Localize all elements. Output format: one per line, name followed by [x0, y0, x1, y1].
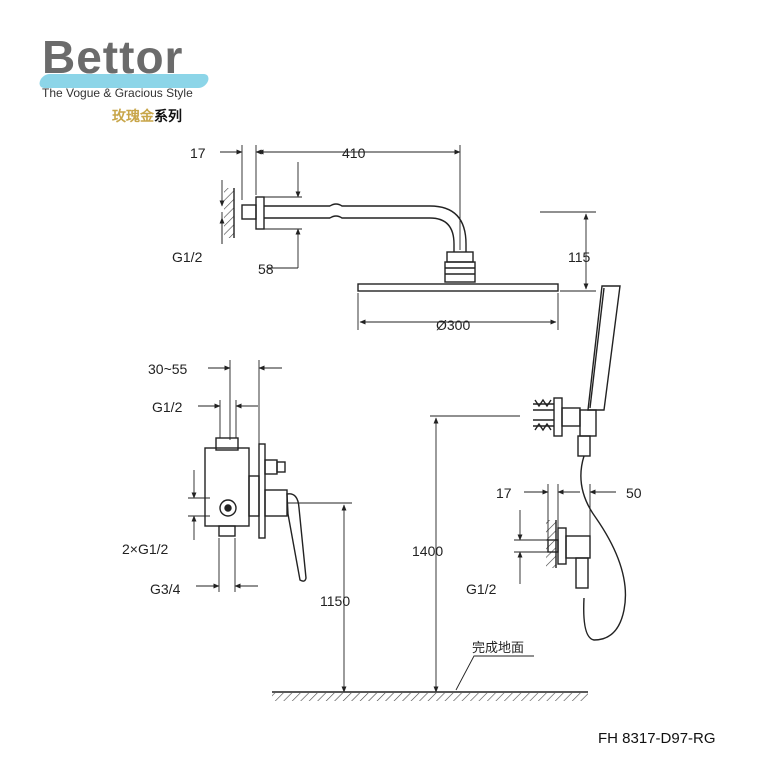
finished-floor: [272, 655, 588, 701]
label-flange-depth: 17: [190, 145, 206, 161]
hand-shower: [587, 285, 621, 411]
brand-logo: Bettor The Vogue & Gracious Style 玫瑰金系列: [36, 30, 236, 130]
label-wall-depth: 30~55: [148, 361, 188, 377]
valve-outlet-stub: [218, 525, 236, 537]
model-number: FH 8317-D97-RG: [598, 730, 716, 747]
arm-dimensions: [219, 145, 596, 330]
brand-series: 玫瑰金系列: [112, 106, 182, 126]
valve-inlet-stub: [215, 437, 239, 451]
arm-bend-inner: [329, 215, 455, 252]
arm-connector: [446, 251, 474, 263]
valve-spindle: [248, 475, 260, 517]
label-valve-height: 1150: [320, 593, 350, 609]
shower-head: [357, 283, 559, 292]
wall-hatch-top: [224, 188, 234, 238]
handle-base: [264, 489, 288, 517]
diverter-cap: [276, 461, 286, 473]
label-valve-outlets: 2×G1/2: [122, 541, 169, 557]
valve-cartridge-core: [224, 504, 232, 512]
valve-dimensions: [188, 360, 352, 693]
shower-hose: [580, 455, 627, 641]
wall-hatch-elbow: [546, 520, 556, 568]
swivel-ball: [444, 261, 476, 283]
hand-shower-grip: [579, 409, 597, 437]
cover-plate: [258, 443, 266, 539]
elbow-body: [565, 535, 591, 559]
label-elbow-depth: 17: [496, 485, 512, 501]
label-arm-thread: G1/2: [172, 249, 203, 265]
holder-screws: [533, 403, 554, 427]
valve-cartridge: [219, 499, 237, 517]
label-elbow-thread: G1/2: [466, 581, 497, 597]
diverter-knob: [264, 459, 278, 475]
label-flange-diameter: 58: [258, 261, 274, 277]
valve-body: [204, 447, 250, 527]
brand-name: Bettor: [42, 31, 184, 83]
arm-bend-outer: [329, 203, 467, 252]
elbow-outlet: [575, 557, 589, 589]
brand-tagline: The Vogue & Gracious Style: [42, 86, 193, 100]
shower-arm-assembly: [224, 188, 559, 292]
hand-shower-cone: [577, 435, 591, 457]
holder-anchor-bottom: [534, 422, 552, 432]
label-arm-drop: 115: [568, 249, 591, 265]
holder-anchor-top: [534, 398, 552, 408]
lever-handle: [286, 493, 307, 582]
floor-leader: [455, 655, 534, 691]
floor-label: 完成地面: [472, 641, 524, 656]
series-accent: 玫瑰金: [112, 109, 154, 125]
wall-flange: [255, 196, 265, 230]
elbow-flange: [557, 527, 567, 565]
label-valve-inlet: G1/2: [152, 399, 183, 415]
valve-assembly: [204, 437, 307, 582]
label-valve-main: G3/4: [150, 581, 181, 597]
holder-bracket: [561, 407, 581, 427]
label-arm-length: 410: [342, 145, 366, 161]
label-handshower-height: 1400: [412, 543, 443, 559]
arm-nipple: [241, 204, 257, 220]
handshower-assembly: [533, 285, 627, 641]
label-elbow-length: 50: [626, 485, 642, 501]
floor-hatch: [272, 693, 588, 701]
series-suffix: 系列: [154, 109, 182, 125]
hand-shower-edge: [589, 287, 605, 409]
handshower-dimensions: [430, 415, 616, 693]
holder-plate: [553, 397, 563, 437]
label-head-diameter: Ø300: [436, 317, 470, 333]
